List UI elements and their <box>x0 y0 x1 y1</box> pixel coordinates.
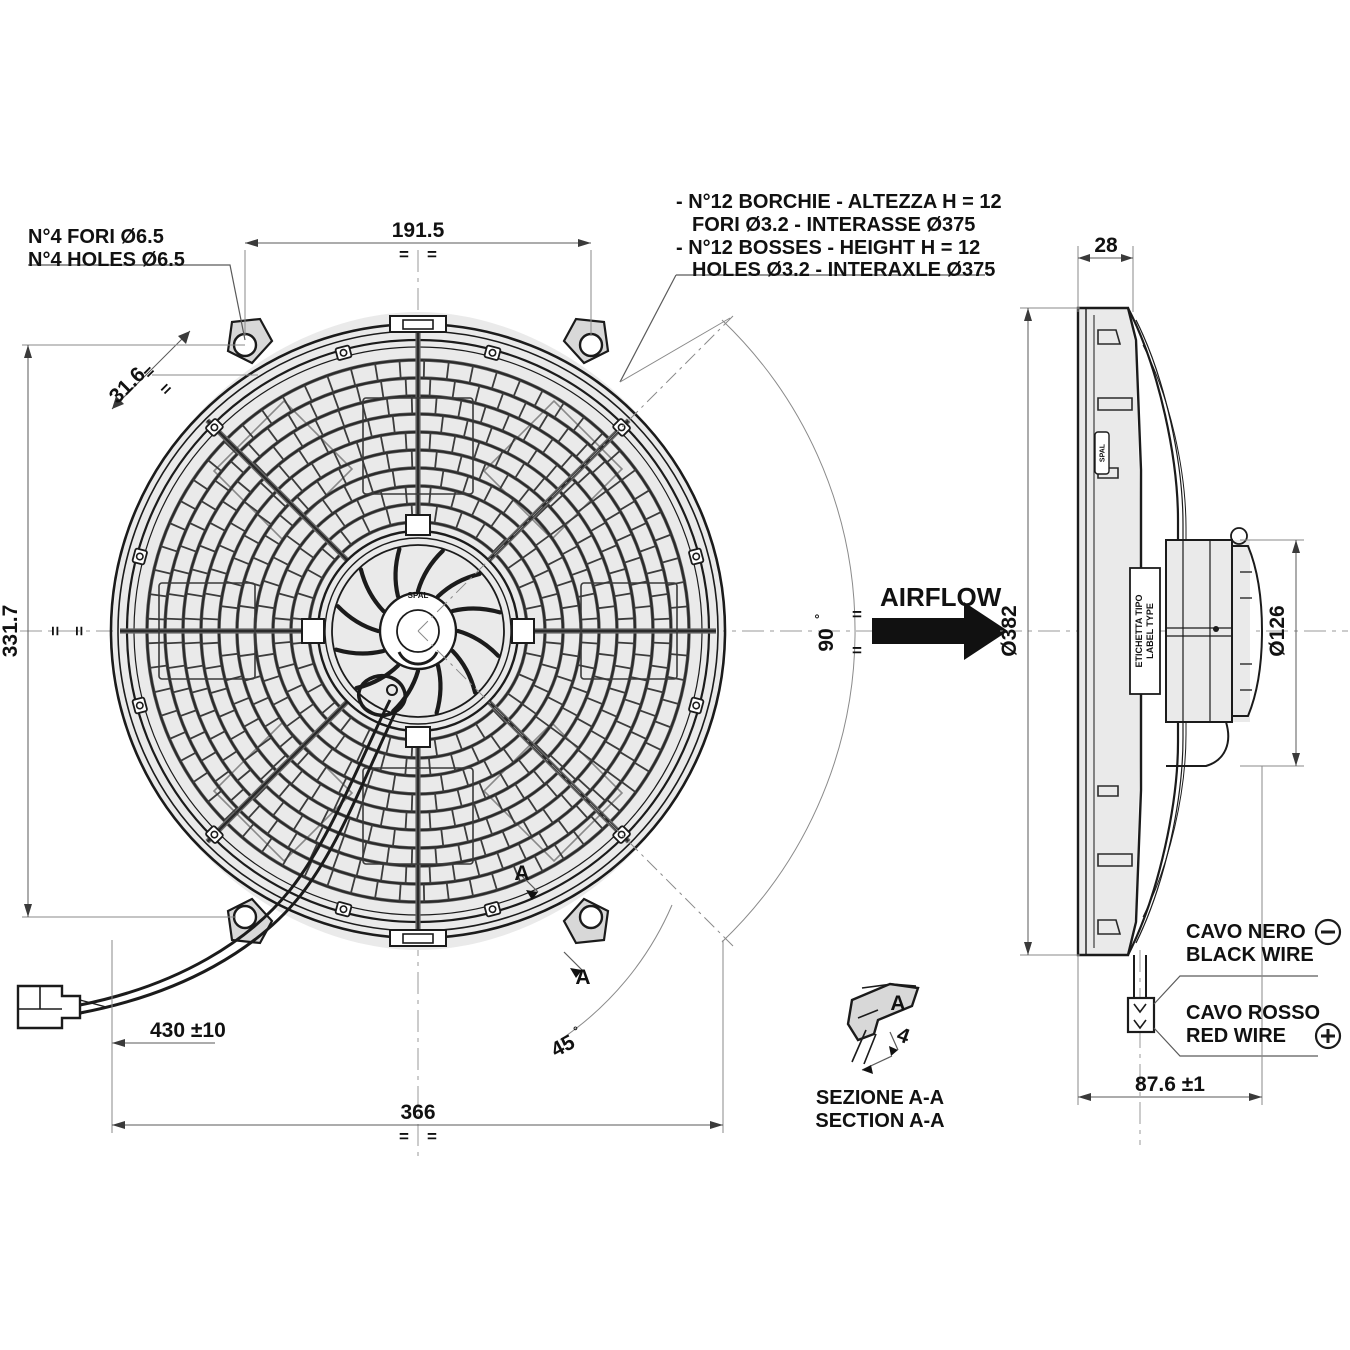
fan-blades <box>334 547 502 715</box>
note-bosses-line4: HOLES Ø3.2 - INTERAXLE Ø375 <box>692 259 995 281</box>
black-wire-line2: BLACK WIRE <box>1186 944 1314 966</box>
note-holes-line1: N°4 FORI Ø6.5 <box>28 226 164 248</box>
dim-equal-mark-left: = <box>399 245 409 264</box>
rim-boss <box>334 901 353 918</box>
airflow-indicator: AIRFLOW <box>872 582 1008 660</box>
hub-ring-3 <box>331 544 505 718</box>
note-holes-line2: N°4 HOLES Ø6.5 <box>28 249 185 271</box>
cable-connector <box>16 984 109 1030</box>
minus-polarity-icon <box>1314 918 1342 946</box>
dim-331-7: 331.7 <box>0 605 22 658</box>
rim-boss <box>688 696 705 715</box>
rim-boss <box>483 901 502 918</box>
dim-331-7-equal-a: = <box>46 626 65 636</box>
hub-support-bottom <box>405 726 431 748</box>
hub-support-left <box>301 618 325 644</box>
hub-mark <box>397 651 439 666</box>
hub-shaft <box>396 609 440 653</box>
power-cable <box>16 699 400 1030</box>
dim-45-deg-symbol: ° <box>571 1023 582 1038</box>
section-caption-line1: SEZIONE A-A <box>816 1087 944 1109</box>
dim-diam-382: Ø382 <box>998 605 1021 656</box>
dim-90-deg-symbol: ° <box>812 614 827 619</box>
hub-cap <box>378 591 458 671</box>
dim-366: 366 <box>400 1101 435 1124</box>
dim-430: 430 ±10 <box>150 1019 226 1042</box>
section-detail-mark-a: A <box>890 992 905 1015</box>
dim-191-5: 191.5 <box>392 219 445 242</box>
label-plate: ETICHETTA TIPO LABEL TYPE <box>1129 567 1161 695</box>
section-mark-a-lower: A <box>575 966 590 989</box>
motor-boss-top <box>1230 527 1248 545</box>
dim-87-6: 87.6 ±1 <box>1135 1073 1205 1096</box>
wire-labels: CAVO NERO BLACK WIRE CAVO ROSSO RED WIRE <box>1186 918 1342 1050</box>
wire-grommet-hole <box>386 684 398 696</box>
rim-boss <box>334 344 353 361</box>
dim-331-7-equal-b: = <box>70 626 89 636</box>
airflow-label: AIRFLOW <box>880 582 1002 612</box>
motor-vents <box>1240 571 1252 691</box>
dim-equal-mark-right: = <box>427 245 437 264</box>
note-bosses-line1: - N°12 BORCHIE - ALTEZZA H = 12 <box>676 191 1002 213</box>
dim-366-equal-b: = <box>427 1127 437 1146</box>
wire-grommet <box>357 673 407 718</box>
dim-90-equal-a: = <box>852 605 862 624</box>
mounting-hole-bottom-right <box>578 904 604 930</box>
hub-support-top <box>405 514 431 536</box>
label-plate-line1: ETICHETTA TIPO <box>1134 595 1144 668</box>
section-marks: A A <box>514 862 590 989</box>
mounting-tab-top-right <box>562 317 610 365</box>
plus-polarity-icon <box>1314 1022 1342 1050</box>
mounting-tab-bottom-right <box>562 897 610 945</box>
rim-boss <box>483 344 502 361</box>
rim-boss <box>131 696 148 715</box>
rim-boss <box>131 547 148 566</box>
note-bosses-line3: - N°12 BOSSES - HEIGHT H = 12 <box>676 237 980 259</box>
wire-terminal-block <box>1126 996 1156 1034</box>
dim-28: 28 <box>1094 234 1118 257</box>
side-view-dimensions: 28 Ø382 Ø126 87.6 ±1 <box>998 234 1304 1105</box>
section-detail: 4 A SEZIONE A-A SECTION A-A <box>815 982 945 1132</box>
rim-bridge-bottom <box>389 929 447 947</box>
red-wire-line1: CAVO ROSSO <box>1186 1002 1320 1024</box>
hub-support-right <box>511 618 535 644</box>
rim-boss <box>205 825 224 844</box>
dim-diam-126: Ø126 <box>1266 605 1289 656</box>
front-view: SPAL <box>16 250 905 1160</box>
mounting-tab-bottom-left <box>226 897 274 945</box>
section-detail-shape: 4 A <box>846 982 920 1074</box>
note-bosses-line2: FORI Ø3.2 - INTERASSE Ø375 <box>692 214 975 236</box>
rim-boss <box>205 418 224 437</box>
notes: N°4 FORI Ø6.5 N°4 HOLES Ø6.5 - N°12 BORC… <box>28 191 1002 383</box>
angle-construction <box>417 315 856 1041</box>
rim-boss <box>688 547 705 566</box>
mounting-tabs <box>226 317 610 945</box>
dim-31-6-equal-b: = <box>156 379 177 400</box>
dim-90-equal-b: = <box>852 641 862 660</box>
section-mark-a-upper: A <box>514 862 529 885</box>
rim-bosses <box>131 344 705 918</box>
label-plate-line2: LABEL TYPE <box>1145 603 1155 659</box>
side-view: SPAL ETICHETTA TIPO LABEL TYPE <box>998 234 1348 1145</box>
side-motor-body <box>1165 527 1264 767</box>
black-wire-line1: CAVO NERO <box>1186 921 1306 943</box>
hub-supports <box>301 514 535 748</box>
mounting-tab-top-left <box>226 317 274 365</box>
grille-panels <box>158 397 678 865</box>
dim-366-equal-a: = <box>399 1127 409 1146</box>
airflow-arrow-icon <box>872 602 1008 660</box>
dim-90-deg: 90 <box>815 628 838 651</box>
section-detail-thickness: 4 <box>894 1023 913 1049</box>
section-caption-line2: SECTION A-A <box>815 1110 944 1132</box>
side-wire-leads <box>1126 955 1318 1057</box>
red-wire-line2: RED WIRE <box>1186 1025 1286 1047</box>
hub-logo-text: SPAL <box>408 591 429 600</box>
side-logo: SPAL <box>1094 431 1110 475</box>
dim-45-deg: 45 <box>547 1030 579 1061</box>
side-logo-text: SPAL <box>1100 443 1107 462</box>
rim-bridge-top <box>389 315 447 333</box>
